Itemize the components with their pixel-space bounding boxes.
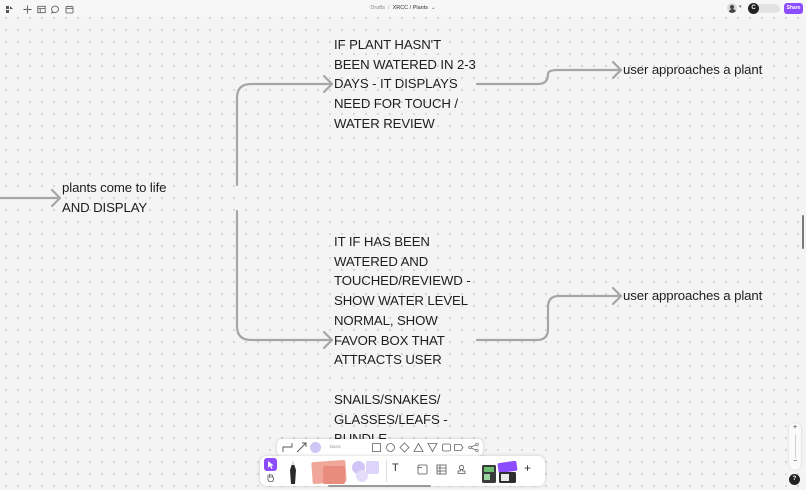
calendar-icon[interactable] (64, 4, 74, 14)
color-swatch[interactable] (310, 442, 321, 453)
text-line: NEED FOR TOUCH / (334, 96, 458, 112)
connector-bottom-leaf (475, 286, 623, 342)
text-line: plants come to life (62, 180, 167, 195)
text-line: NORMAL, SHOW (334, 312, 438, 328)
chevron-down-icon[interactable]: ⌄ (431, 5, 436, 11)
more-tools-button[interactable]: + (524, 461, 532, 475)
text-line: AND DISPLAY (62, 199, 148, 215)
connector-root (0, 188, 62, 208)
collaborator-pill[interactable] (756, 4, 780, 13)
text-line: TOUCHED/REVIEWD - (334, 273, 471, 289)
text-line: DAYS - IT DISPLAYS (334, 76, 458, 92)
main-menu-icon[interactable] (4, 4, 14, 14)
inverted-triangle-shape-icon[interactable] (427, 442, 438, 453)
branch-bottom-node[interactable]: IT IF HAS BEEN WATERED AND TOUCHED/REVIE… (334, 232, 471, 370)
elbow-connector-icon[interactable] (282, 442, 293, 453)
collaborator-avatar[interactable]: C (748, 3, 759, 14)
breadcrumb: Drafts/XRCC / Plants⌄ (0, 4, 806, 12)
connector-bottom-branch (235, 209, 334, 350)
cursor-icon (268, 461, 274, 469)
table-tool-icon[interactable] (436, 464, 447, 475)
text-line: WATERED AND (334, 253, 429, 269)
zoom-out-button[interactable]: − (792, 458, 798, 465)
share-button[interactable]: Share (784, 3, 803, 14)
text-line: SNAILS/SNAKES/ (334, 392, 441, 407)
pen-tool-icon[interactable] (284, 460, 302, 484)
cursor-tool-button[interactable] (264, 458, 277, 471)
text-line: WATER REVIEW (334, 115, 435, 131)
file-title[interactable]: XRCC / Plants (392, 5, 429, 11)
shape-tool-square[interactable] (366, 461, 379, 474)
section-tool-icon[interactable] (417, 464, 428, 475)
move-tool-icon[interactable] (22, 4, 32, 14)
text-line: SHOW WATER LEVEL (334, 293, 468, 309)
avatar-head-shape (730, 4, 734, 9)
leaf-top-node[interactable]: user approaches a plant (623, 62, 763, 77)
text-line: ATTRACTS USER (334, 352, 442, 368)
chevron-down-icon[interactable]: ▾ (739, 4, 742, 10)
user-avatar[interactable] (727, 3, 737, 13)
triangle-shape-icon[interactable] (413, 442, 424, 453)
root-node[interactable]: plants come to life AND DISPLAY (62, 178, 166, 217)
vertical-scrollbar[interactable] (802, 215, 804, 249)
text-tool-button[interactable]: T (392, 462, 399, 474)
text-line: FAVOR BOX THAT (334, 332, 445, 348)
toolbar-divider (386, 460, 387, 482)
connector-top-leaf (475, 60, 623, 86)
tag-shape-icon[interactable] (453, 442, 464, 453)
square-shape-icon[interactable] (371, 442, 382, 453)
avatar-body-shape (728, 9, 736, 13)
layout-icon[interactable] (36, 4, 46, 14)
connector-top-branch (235, 74, 334, 187)
help-button[interactable]: ? (789, 474, 800, 485)
breadcrumb-drafts[interactable]: Drafts (370, 5, 386, 11)
zoom-control: + − (789, 423, 801, 470)
zoom-in-button[interactable]: + (792, 424, 798, 431)
text-line: IF PLANT HASN'T (334, 37, 442, 52)
stamp-tool-icon[interactable] (456, 464, 467, 475)
breadcrumb-separator: / (388, 5, 390, 11)
more-connectors-icon[interactable] (468, 442, 479, 453)
comment-icon[interactable] (50, 4, 60, 14)
hand-tool-icon[interactable] (265, 472, 276, 483)
text-line: BEEN WATERED IN 2-3 (334, 56, 476, 72)
top-bar: Drafts/XRCC / Plants⌄ ▾ C Share (0, 0, 806, 17)
text-line: IT IF HAS BEEN (334, 234, 430, 249)
circle-shape-icon[interactable] (385, 442, 396, 453)
diamond-shape-icon[interactable] (399, 442, 410, 453)
branch-top-node[interactable]: IF PLANT HASN'T BEEN WATERED IN 2-3 DAYS… (334, 35, 476, 134)
widgets-tool[interactable] (481, 461, 519, 484)
shape-tool-circle-back (356, 470, 368, 482)
style-label[interactable]: Basic (330, 444, 342, 449)
bottom-toolbar (260, 456, 545, 486)
sticky-note-stack-shape (323, 466, 345, 484)
leaf-bottom-node[interactable]: user approaches a plant (623, 288, 763, 303)
connector-options-bar (277, 439, 483, 456)
rounded-rect-shape-icon[interactable] (441, 442, 452, 453)
text-line: GLASSES/LEAFS - (334, 411, 448, 427)
straight-connector-icon[interactable] (296, 442, 307, 453)
zoom-track[interactable] (794, 434, 796, 458)
horizontal-scrollbar[interactable] (328, 485, 431, 487)
